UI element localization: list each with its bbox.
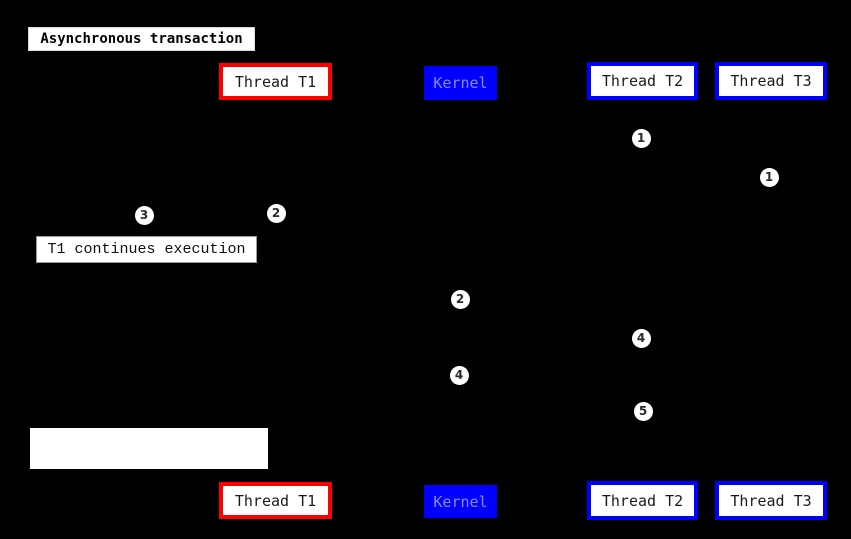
participant-kernel-top: Kernel — [424, 66, 497, 100]
sequence-step-marker-4: 4 — [631, 328, 651, 348]
participant-kernel-bottom: Kernel — [424, 485, 497, 518]
sequence-step-marker-2: 2 — [266, 203, 286, 223]
note-t1-continues-execution: T1 continues execution — [36, 236, 257, 263]
participant-thread-t2-bottom: Thread T2 — [587, 481, 698, 520]
diagram-title: Asynchronous transaction — [28, 27, 255, 51]
empty-label-box — [30, 428, 268, 469]
participant-thread-t1-bottom: Thread T1 — [219, 482, 332, 519]
sequence-step-marker-3: 3 — [134, 205, 154, 225]
participant-thread-t3-bottom: Thread T3 — [715, 481, 827, 520]
sequence-step-marker-5: 5 — [633, 401, 653, 421]
sequence-step-marker-1: 1 — [631, 128, 651, 148]
sequence-step-marker-1: 1 — [759, 167, 779, 187]
participant-thread-t3-top: Thread T3 — [715, 62, 827, 100]
sequence-step-marker-2: 2 — [450, 289, 470, 309]
sequence-step-marker-4: 4 — [449, 365, 469, 385]
participant-thread-t2-top: Thread T2 — [587, 62, 698, 100]
participant-thread-t1-top: Thread T1 — [219, 63, 332, 100]
